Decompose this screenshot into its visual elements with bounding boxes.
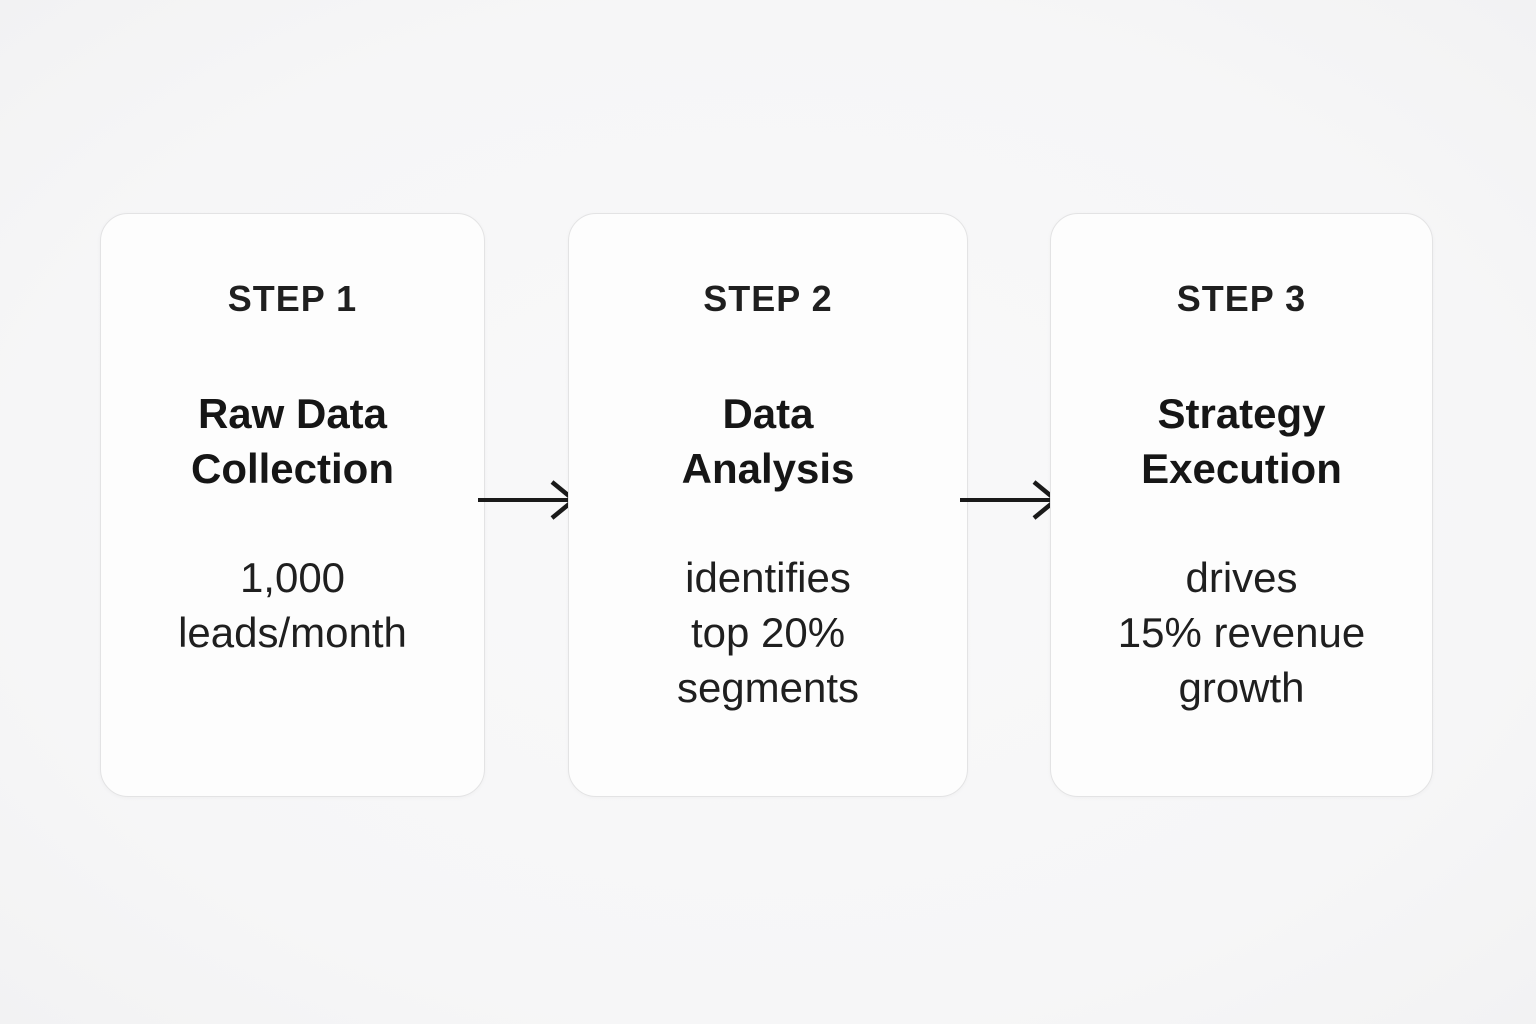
- step-3-description: drives 15% revenue growth: [1117, 554, 1366, 711]
- step-3-title: Strategy Execution: [1141, 390, 1342, 492]
- step-1-title: Raw Data Collection: [190, 390, 394, 492]
- arrow-right-icon: [960, 480, 1060, 520]
- step-2-description: identifies top 20% segments: [676, 554, 860, 711]
- step-3-label: STEP 3: [1176, 278, 1307, 319]
- step-2-title: Data Analysis: [681, 390, 855, 492]
- step-1-label: STEP 1: [227, 278, 358, 319]
- step-card-1: STEP 1 Raw Data Collection 1,000 leads/m…: [100, 213, 485, 797]
- step-1-description: 1,000 leads/month: [178, 554, 407, 656]
- arrow-right-icon: [478, 480, 578, 520]
- step-card-2: STEP 2 Data Analysis identifies top 20% …: [568, 213, 968, 797]
- step-2-label: STEP 2: [703, 278, 833, 319]
- step-card-3: STEP 3 Strategy Execution drives 15% rev…: [1050, 213, 1433, 797]
